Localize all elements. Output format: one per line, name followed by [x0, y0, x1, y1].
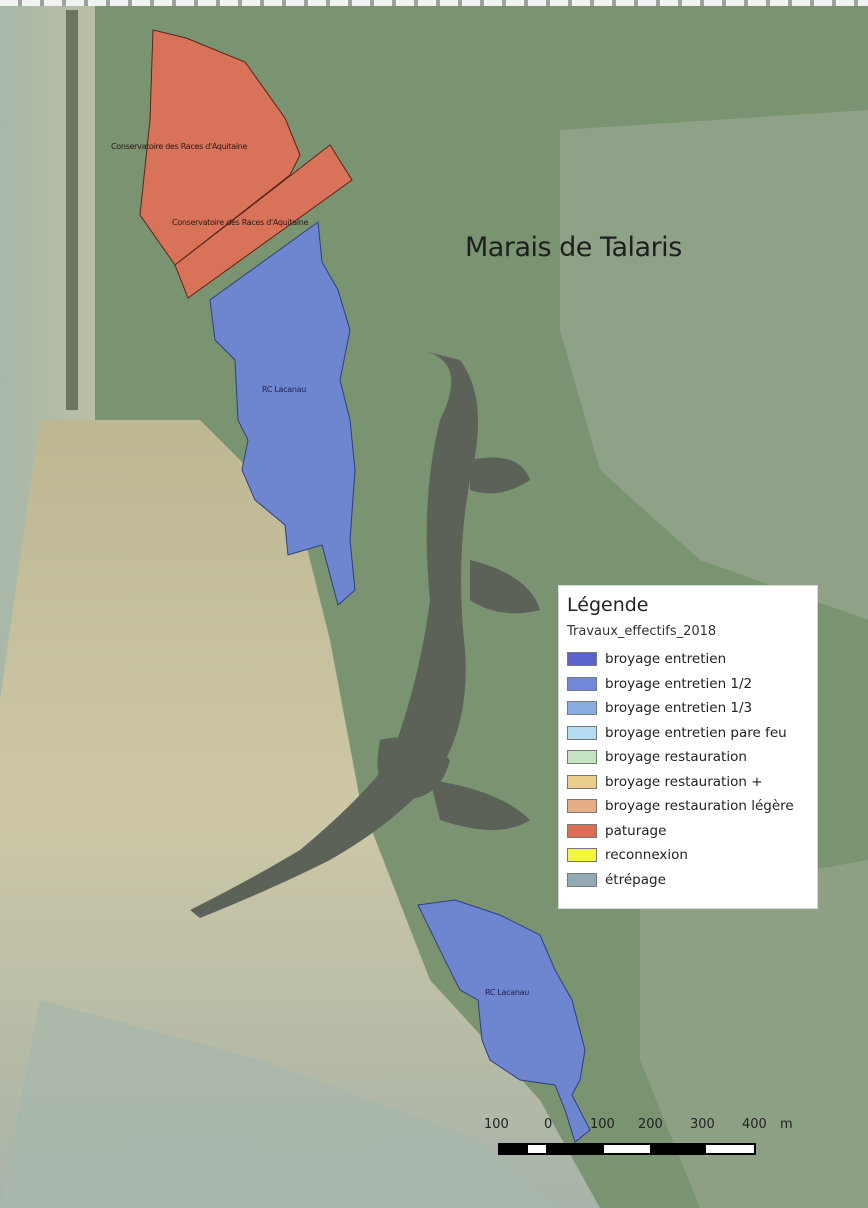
scale-segment	[650, 1145, 706, 1153]
scale-bar-track	[498, 1143, 756, 1155]
zone-label-conservatoire-1: Conservatoire des Races d'Aquitaine	[111, 142, 248, 151]
legend-item: broyage restauration +	[567, 770, 809, 795]
legend-item-label: paturage	[605, 822, 667, 839]
marsh-pond	[430, 780, 530, 830]
entretien-zone-north[interactable]	[209, 221, 356, 606]
lagoon-water	[0, 1000, 560, 1208]
legend-item-label: reconnexion	[605, 847, 688, 864]
legend-swatch	[567, 652, 597, 667]
legend-swatch	[567, 872, 597, 887]
legend-swatch	[567, 701, 597, 716]
legend-item: broyage entretien	[567, 647, 809, 672]
legend-panel: Légende Travaux_effectifs_2018 broyage e…	[558, 585, 818, 909]
map-title: Marais de Talaris	[465, 232, 682, 263]
scale-unit: m	[780, 1117, 793, 1132]
legend-item-label: broyage entretien 1/2	[605, 675, 753, 692]
legend-item-label: étrépage	[605, 871, 666, 888]
legend-swatch	[567, 848, 597, 863]
dike-road	[66, 10, 78, 410]
scale-label: 100	[484, 1117, 509, 1132]
scale-label: 200	[638, 1117, 663, 1132]
legend-item-label: broyage entretien 1/3	[605, 700, 753, 717]
scale-bar: 100 0 100 200 300 400 m	[478, 1117, 808, 1162]
legend-item-label: broyage restauration +	[605, 773, 763, 790]
legend-layer-name: Travaux_effectifs_2018	[567, 624, 717, 639]
legend-item: broyage entretien 1/2	[567, 672, 809, 697]
legend-swatch	[567, 725, 597, 740]
legend-swatch	[567, 799, 597, 814]
zone-label-rc-lacanau-2: RC Lacanau	[485, 988, 529, 997]
entretien-zone-south[interactable]	[417, 899, 591, 1143]
legend-item-label: broyage entretien	[605, 651, 727, 668]
residential-area	[560, 110, 868, 620]
zone-label-conservatoire-2: Conservatoire des Races d'Aquitaine	[172, 218, 309, 227]
zone-label-rc-lacanau-1: RC Lacanau	[262, 385, 306, 394]
marsh-pond	[470, 560, 540, 614]
legend-title: Légende	[567, 594, 649, 616]
legend-items: broyage entretien broyage entretien 1/2 br…	[567, 647, 809, 892]
scale-segment	[500, 1145, 528, 1153]
legend-item-label: broyage restauration	[605, 749, 747, 766]
scale-label: 100	[590, 1117, 615, 1132]
paturage-zone-band[interactable]	[174, 144, 353, 299]
residential-area-south	[640, 860, 868, 1208]
legend-swatch	[567, 676, 597, 691]
scale-label: 0	[544, 1117, 553, 1132]
legend-item: broyage entretien 1/3	[567, 696, 809, 721]
scale-label: 400	[742, 1117, 767, 1132]
legend-item: broyage restauration légère	[567, 794, 809, 819]
map-frame-top	[0, 0, 868, 6]
legend-item: étrépage	[567, 868, 809, 893]
scale-label: 300	[690, 1117, 715, 1132]
legend-item: reconnexion	[567, 843, 809, 868]
legend-item: broyage restauration	[567, 745, 809, 770]
legend-swatch	[567, 774, 597, 789]
legend-swatch	[567, 823, 597, 838]
sand-flats	[0, 420, 600, 1208]
legend-item: paturage	[567, 819, 809, 844]
legend-item-label: broyage entretien pare feu	[605, 724, 787, 741]
paturage-zone-north[interactable]	[139, 29, 301, 266]
legend-item: broyage entretien pare feu	[567, 721, 809, 746]
scale-segment	[546, 1145, 604, 1153]
marsh-pond	[470, 457, 530, 494]
legend-item-label: broyage restauration légère	[605, 798, 794, 815]
legend-swatch	[567, 750, 597, 765]
